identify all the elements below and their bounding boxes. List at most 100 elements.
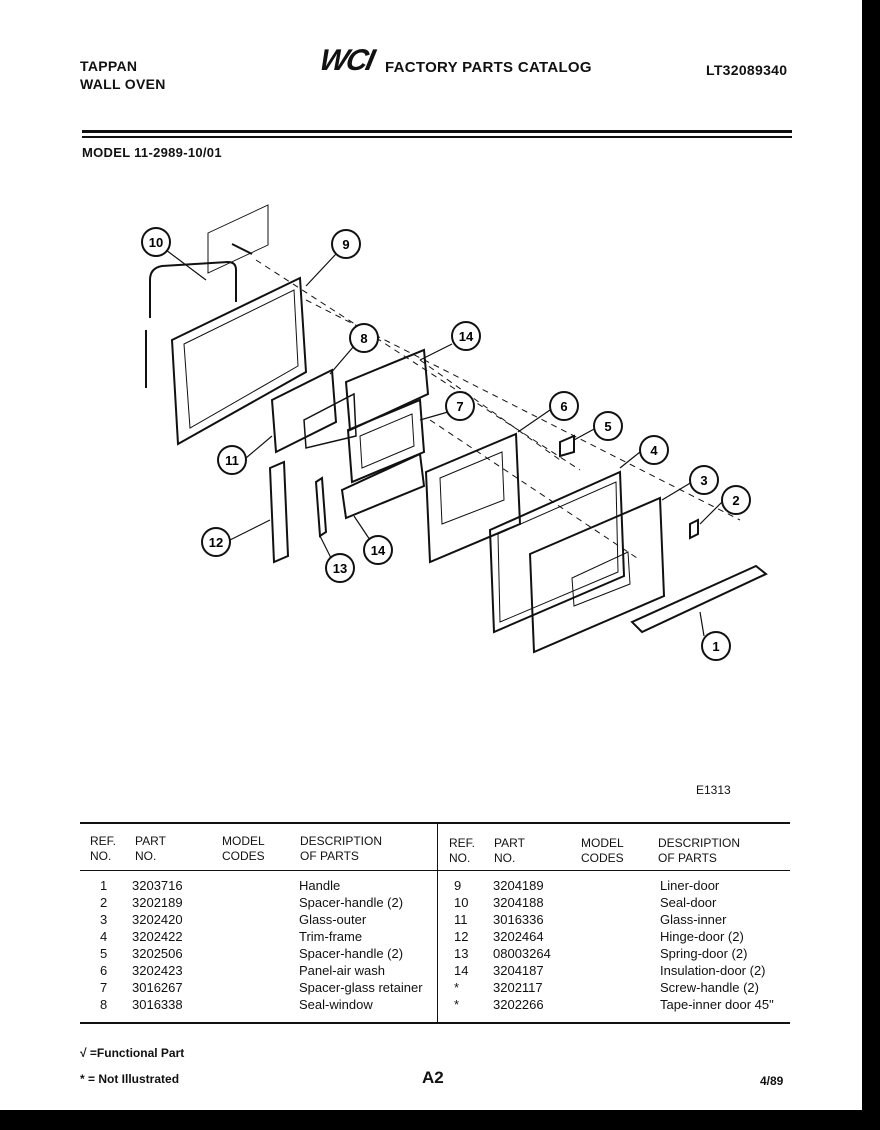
svg-text:9: 9 — [342, 237, 349, 252]
left-row-part-number: 3202506 — [132, 946, 183, 961]
left-row-description: Panel-air wash — [299, 963, 385, 978]
callout-14-bottom: 14 — [363, 535, 393, 565]
right-row-part-number: 3202117 — [493, 980, 543, 995]
functional-part-note: √ =Functional Part — [80, 1046, 185, 1060]
right-row-description: Spring-door (2) — [660, 946, 748, 961]
table-bottom-rule — [80, 1022, 790, 1024]
col-desc-left: DESCRIPTION OF PARTS — [300, 834, 383, 863]
right-row-ref: 14 — [454, 963, 469, 978]
callout-11: 11 — [217, 445, 247, 475]
right-row-part-number: 3202464 — [493, 929, 544, 944]
right-row-description: Seal-door — [660, 895, 717, 910]
date-stamp: 4/89 — [760, 1074, 784, 1088]
spacer-retainer-part — [346, 398, 426, 484]
col-ref-left: REF. NO. — [90, 834, 117, 863]
scan-border-right — [862, 0, 880, 1130]
panel-airwash-part — [424, 432, 522, 564]
right-row-ref: 12 — [454, 929, 469, 944]
right-header-rule — [438, 870, 790, 871]
left-row-part-number: 3202422 — [132, 929, 183, 944]
right-row-description: Tape-inner door 45" — [660, 997, 774, 1012]
right-row-ref: * — [454, 997, 460, 1012]
right-row-description: Screw-handle (2) — [660, 980, 759, 995]
not-illustrated-note: * = Not Illustrated — [80, 1072, 180, 1086]
right-row-description: Insulation-door (2) — [660, 963, 766, 978]
left-row-description: Trim-frame — [299, 929, 363, 944]
right-row-ref: * — [454, 980, 460, 995]
right-row-part-number: 3204187 — [493, 963, 544, 978]
svg-text:13: 13 — [333, 561, 347, 576]
right-row-part-number: 3204189 — [493, 878, 544, 893]
svg-text:7: 7 — [456, 399, 463, 414]
seal-window-part — [270, 368, 338, 454]
hinge-part — [268, 460, 290, 564]
callout-8: 8 — [349, 323, 379, 353]
header-rule-thin — [82, 136, 792, 138]
right-row-part-number: 3204188 — [493, 895, 544, 910]
svg-text:8: 8 — [360, 331, 367, 346]
left-row-part-number: 3202189 — [132, 895, 183, 910]
glass-inner-part — [303, 392, 357, 449]
right-row-description: Liner-door — [660, 878, 720, 893]
callout-1: 1 — [701, 631, 731, 661]
right-row-description: Hinge-door (2) — [660, 929, 744, 944]
right-row-part-number: 3202266 — [493, 997, 544, 1012]
left-row-ref: 1 — [100, 878, 108, 893]
svg-text:5: 5 — [604, 419, 611, 434]
left-row-description: Glass-outer — [299, 912, 367, 927]
left-row-part-number: 3202420 — [132, 912, 183, 927]
left-row-ref: 5 — [100, 946, 108, 961]
right-row-part-number: 3016336 — [493, 912, 544, 927]
callout-7: 7 — [445, 391, 475, 421]
left-row-description: Seal-window — [299, 997, 373, 1012]
glass-outer-part — [528, 496, 666, 654]
left-row-part-number: 3016267 — [132, 980, 183, 995]
product-name: WALL OVEN — [80, 76, 166, 92]
left-row-description: Spacer-glass retainer — [299, 980, 423, 995]
left-header-rule — [80, 870, 437, 871]
col-model-right: MODEL CODES — [581, 836, 624, 865]
col-part-right: PART NO. — [494, 836, 525, 865]
exploded-door-diagram: 10 9 8 14 7 6 5 4 3 2 1 11 12 13 14 E131… — [141, 204, 768, 797]
svg-text:2: 2 — [732, 493, 739, 508]
svg-text:10: 10 — [149, 235, 163, 250]
page-label: A2 — [422, 1068, 444, 1087]
left-row-ref: 6 — [100, 963, 108, 978]
left-row-description: Spacer-handle (2) — [299, 946, 404, 961]
svg-text:1: 1 — [712, 639, 719, 654]
callout-2: 2 — [721, 485, 751, 515]
svg-text:12: 12 — [209, 535, 223, 550]
liner-door-part — [170, 276, 308, 446]
trim-frame-part — [488, 470, 626, 634]
scan-border-bottom — [0, 1110, 880, 1130]
left-row-description: Spacer-handle (2) — [299, 895, 404, 910]
left-row-ref: 4 — [100, 929, 108, 944]
figure-code: E1313 — [696, 783, 731, 797]
right-row-ref: 9 — [454, 878, 462, 893]
insulation-bottom-part — [340, 452, 426, 520]
callout-10: 10 — [141, 227, 171, 257]
svg-text:14: 14 — [459, 329, 474, 344]
svg-text:4: 4 — [650, 443, 658, 458]
left-row-part-number: 3203716 — [132, 878, 183, 893]
left-row-part-number: 3202423 — [132, 963, 183, 978]
left-row-part-number: 3016338 — [132, 997, 183, 1012]
col-ref-right: REF. NO. — [449, 836, 476, 865]
callout-13: 13 — [325, 553, 355, 583]
col-part-left: PART NO. — [135, 834, 166, 863]
catalog-title: FACTORY PARTS CATALOG — [385, 59, 592, 76]
callout-9: 9 — [331, 229, 361, 259]
svg-text:14: 14 — [371, 543, 386, 558]
left-row-ref: 3 — [100, 912, 108, 927]
header-rule-thick — [82, 130, 792, 133]
svg-text:3: 3 — [700, 473, 707, 488]
right-row-ref: 10 — [454, 895, 469, 910]
right-row-description: Glass-inner — [660, 912, 727, 927]
col-desc-right: DESCRIPTION OF PARTS — [658, 836, 741, 865]
callout-6: 6 — [549, 391, 579, 421]
handle-part — [630, 564, 768, 634]
spring-part — [314, 476, 328, 538]
seal-door-part — [149, 260, 237, 318]
spacer-handle-small-part — [689, 518, 699, 540]
callout-14-top: 14 — [451, 321, 481, 351]
